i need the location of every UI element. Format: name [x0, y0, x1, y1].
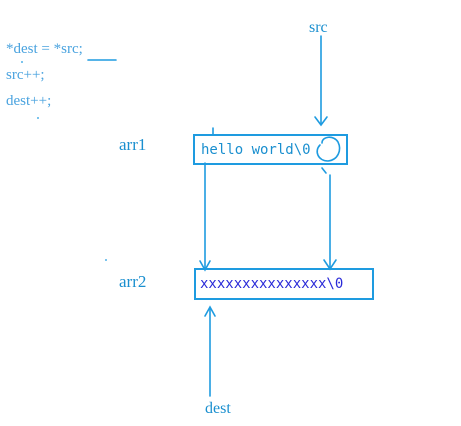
- code-line-src-increment: src++;: [6, 67, 45, 83]
- arr2-contents: xxxxxxxxxxxxxxx\0: [200, 276, 344, 292]
- arr1-label: arr1: [119, 135, 147, 154]
- dest-arrow-head: [204, 305, 216, 317]
- dest-pointer-label: dest: [205, 400, 231, 417]
- arr1-box: hello world\0: [193, 134, 348, 165]
- arr1-contents: hello world\0: [201, 141, 311, 158]
- code-line-assign: *dest = *src;: [6, 41, 83, 57]
- arr1-end-mark: [321, 167, 327, 174]
- arr2-label: arr2: [119, 272, 147, 291]
- arr2-box: xxxxxxxxxxxxxxx\0: [194, 268, 374, 300]
- src-arrow-head: [314, 116, 328, 127]
- stray-dot-2: [37, 117, 39, 119]
- stray-dot-3: [105, 259, 107, 261]
- stray-dot-1: [21, 61, 23, 63]
- src-pointer-label: src: [309, 19, 328, 36]
- code-line-dest-increment: dest++;: [6, 93, 52, 109]
